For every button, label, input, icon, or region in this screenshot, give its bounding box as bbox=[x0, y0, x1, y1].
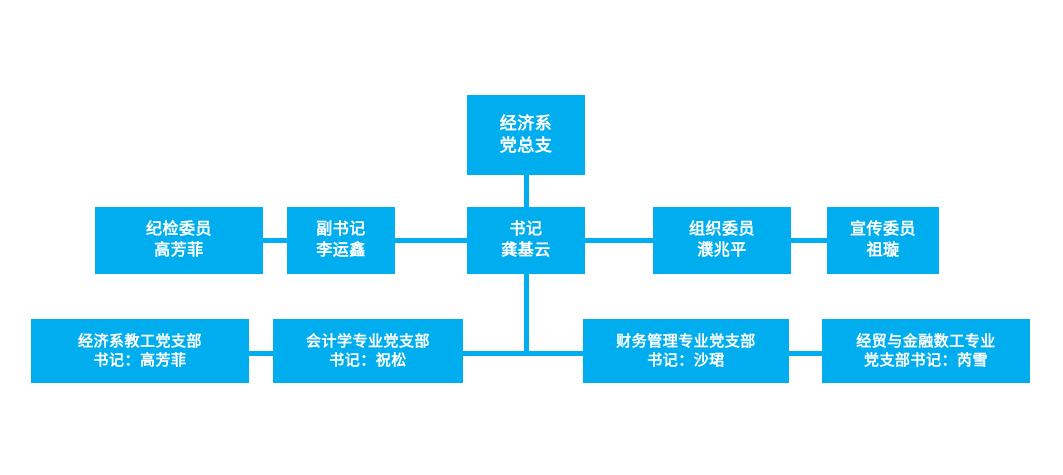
node-person-name: 李运鑫 bbox=[316, 241, 366, 259]
node-unit-label: 会计学专业党支部 bbox=[305, 332, 430, 350]
connector-branch-2-to-branch-3 bbox=[463, 351, 583, 356]
node-branch-economics-faculty-staff[interactable]: 经济系教工党支部 书记：高芳菲 bbox=[31, 319, 249, 383]
node-line-2: 党总支 bbox=[499, 136, 553, 155]
node-unit-label: 经贸与金融数工专业 bbox=[856, 332, 996, 350]
connector-discipline-to-deputy bbox=[263, 238, 287, 243]
connector-organization-to-publicity bbox=[791, 238, 827, 243]
node-unit-label: 经济系教工党支部 bbox=[77, 332, 202, 350]
node-branch-economics-trade-finance-major[interactable]: 经贸与金融数工专业 党支部书记：芮雪 bbox=[822, 319, 1030, 383]
node-secretary-label: 书记：沙珺 bbox=[647, 352, 725, 369]
node-branch-accounting-major[interactable]: 会计学专业党支部 书记：祝松 bbox=[273, 319, 463, 383]
node-organization-commissioner[interactable]: 组织委员 濮兆平 bbox=[653, 207, 791, 274]
connector-deputy-to-secretary bbox=[395, 238, 467, 243]
node-publicity-commissioner[interactable]: 宣传委员 祖璇 bbox=[827, 207, 939, 274]
connector-branch-1-to-branch-2 bbox=[249, 351, 273, 356]
node-secretary[interactable]: 书记 龚基云 bbox=[467, 207, 585, 274]
connector-branch-3-to-branch-4 bbox=[789, 351, 822, 356]
node-secretary-label: 书记：高芳菲 bbox=[93, 352, 187, 369]
node-role-label: 副书记 bbox=[316, 221, 366, 239]
node-branch-financial-management-major[interactable]: 财务管理专业党支部 书记：沙珺 bbox=[583, 319, 789, 383]
node-unit-label: 财务管理专业党支部 bbox=[616, 332, 756, 350]
node-role-label: 书记 bbox=[509, 221, 543, 239]
node-person-name: 龚基云 bbox=[501, 241, 551, 259]
node-deputy-secretary[interactable]: 副书记 李运鑫 bbox=[287, 207, 395, 274]
node-discipline-inspection-commissioner[interactable]: 纪检委员 高芳菲 bbox=[95, 207, 263, 274]
node-person-name: 祖璇 bbox=[866, 241, 900, 259]
node-line-1: 经济系 bbox=[499, 114, 553, 134]
connector-secretary-to-organization bbox=[585, 238, 653, 243]
node-role-label: 宣传委员 bbox=[849, 221, 916, 239]
node-person-name: 濮兆平 bbox=[697, 241, 747, 259]
node-person-name: 高芳菲 bbox=[154, 241, 204, 259]
connector-secretary-to-branch-bus bbox=[524, 274, 529, 354]
node-economics-department-party-committee[interactable]: 经济系 党总支 bbox=[467, 95, 585, 175]
node-role-label: 纪检委员 bbox=[145, 221, 212, 239]
node-secretary-label: 党支部书记：芮雪 bbox=[863, 352, 988, 369]
connector-root-to-secretary bbox=[524, 175, 529, 207]
node-role-label: 组织委员 bbox=[688, 221, 755, 239]
node-secretary-label: 书记：祝松 bbox=[329, 352, 407, 369]
